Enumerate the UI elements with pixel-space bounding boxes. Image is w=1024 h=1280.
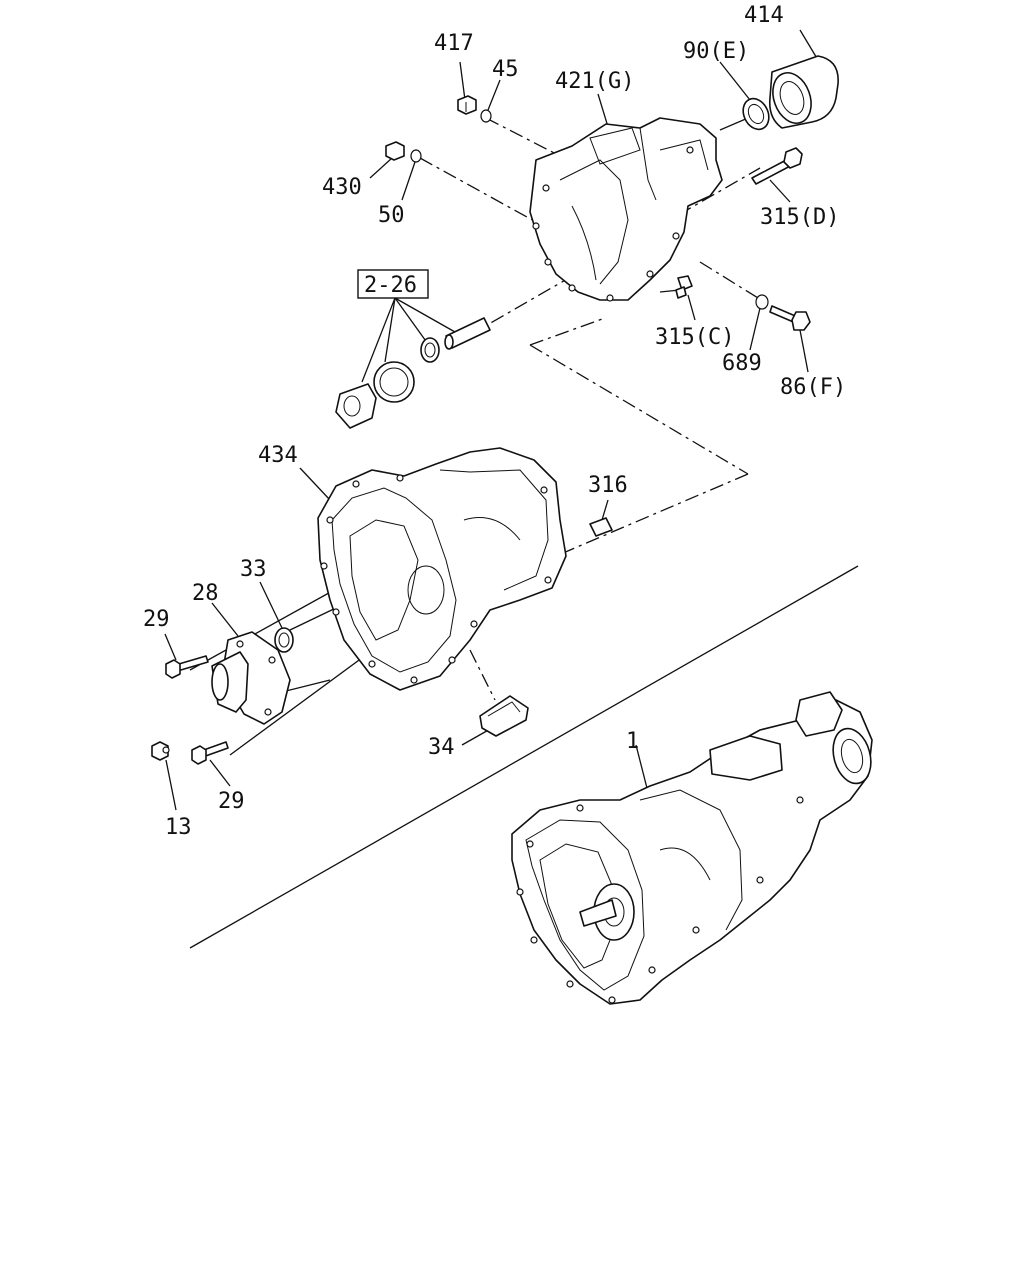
gear-set-2-26 bbox=[335, 317, 491, 429]
cover-plate-34 bbox=[479, 695, 529, 737]
callout-434: 434 bbox=[258, 443, 298, 468]
transmission-assembly-1 bbox=[511, 691, 873, 1005]
callout-86f: 86(F) bbox=[780, 375, 846, 400]
callout-13: 13 bbox=[165, 815, 192, 840]
breather-13 bbox=[151, 741, 170, 761]
callout-689: 689 bbox=[722, 351, 762, 376]
callout-421g: 421(G) bbox=[555, 69, 634, 94]
callout-316: 316 bbox=[588, 473, 628, 498]
bolt-86f bbox=[769, 305, 811, 331]
callout-28: 28 bbox=[192, 581, 219, 606]
key-316 bbox=[589, 517, 613, 537]
nut-430 bbox=[385, 141, 405, 161]
callout-29-upper: 29 bbox=[143, 607, 170, 632]
bolt-315c bbox=[675, 275, 693, 299]
nut-417 bbox=[457, 95, 477, 115]
bolt-29-lower bbox=[191, 741, 229, 765]
callout-315c: 315(C) bbox=[655, 325, 734, 350]
front-cover-28 bbox=[211, 631, 291, 725]
callout-45: 45 bbox=[492, 57, 519, 82]
callout-34: 34 bbox=[428, 735, 455, 760]
oring-45 bbox=[480, 109, 492, 123]
callout-29-lower: 29 bbox=[218, 789, 245, 814]
callout-90e: 90(E) bbox=[683, 39, 749, 64]
bearing-414 bbox=[768, 55, 839, 129]
callout-414: 414 bbox=[744, 3, 784, 28]
callout-33: 33 bbox=[240, 557, 267, 582]
bolt-315d bbox=[751, 147, 803, 185]
callout-430: 430 bbox=[322, 175, 362, 200]
bolt-29-upper bbox=[165, 655, 209, 679]
callout-315d: 315(D) bbox=[760, 205, 839, 230]
oring-689 bbox=[755, 294, 769, 310]
transmission-case-434 bbox=[317, 447, 567, 691]
seal-33 bbox=[274, 627, 294, 653]
callout-50: 50 bbox=[378, 203, 405, 228]
callout-1: 1 bbox=[626, 729, 639, 754]
seal-90e bbox=[742, 97, 770, 131]
callout-2-26: 2-26 bbox=[364, 273, 417, 298]
extension-housing-421g bbox=[529, 117, 723, 302]
callout-2-26-box bbox=[357, 269, 429, 299]
oring-50 bbox=[410, 149, 422, 163]
callout-417: 417 bbox=[434, 31, 474, 56]
